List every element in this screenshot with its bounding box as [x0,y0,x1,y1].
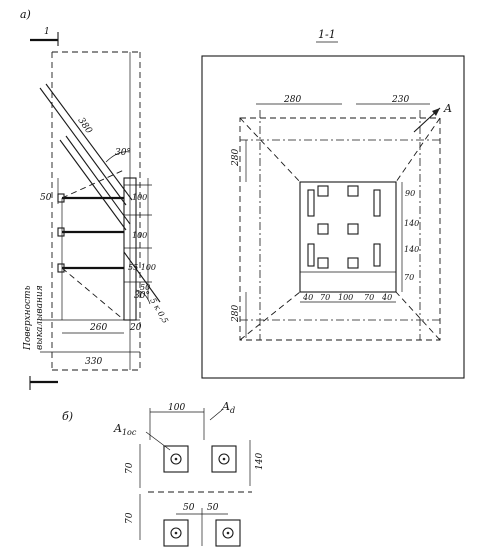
dim-100-a: 100 [132,193,147,202]
plan-anchors [307,185,381,269]
breakout-outline [239,117,441,341]
anchor-head-2 [57,227,65,237]
surface-label-2: выкалывания [35,285,45,350]
b-hole-center-bottom-left [174,531,178,535]
side-section-view: а) 1 [20,8,170,390]
dim-260-left: 260 [89,323,107,333]
breakout-line-upper [61,169,125,199]
plan-dim-140-b: 140 [404,245,419,254]
inclined-strut-upper-2 [45,83,133,201]
dim-330: 330 [85,357,102,367]
anchor-plate [299,181,397,293]
dim-50: 50 [40,193,52,203]
breakout-diag-br [395,291,441,341]
b-dim-50-left-label: 50 [183,503,195,513]
plan-dim-280-left-label: 280 [231,149,241,167]
anchor-head-3 [57,263,65,273]
angle-30-bottom: 30° [134,291,150,301]
inclined-strut-upper-1 [39,87,127,206]
b-hole-top-right [218,453,230,465]
surface-label-1: Поверхность [23,285,33,351]
angle-arc-bottom [135,289,151,305]
dim-55-100: 55 100 [128,263,156,272]
plan-anchor [317,185,329,197]
b-hole-bottom-right [222,527,234,539]
breakout-diag-tr [395,117,441,183]
plan-weld [373,243,381,267]
anchor-note: 5 к 0,5 [148,297,170,325]
plan-dim-280-lower-label: 280 [231,305,241,323]
dim-380: 380 [76,116,94,136]
plan-weld [307,243,315,267]
plan-dim-140-a: 140 [404,219,419,228]
plan-anchor [347,185,359,197]
b-dim-140-label: 140 [255,453,265,470]
plan-dim-280-top-label: 280 [283,95,301,105]
plan-bottom-40-left: 40 [302,293,313,302]
plan-dim-70-side: 70 [404,273,414,282]
fig-a-label: а) [20,8,31,21]
breakout-line-lower [61,267,125,321]
b-hole-top-left [170,453,182,465]
plan-anchor [347,223,359,235]
plan-a-label: A [443,102,452,115]
plan-dim-230-label: 230 [391,95,409,105]
fig-b-label: б) [62,410,73,423]
breakout-diag-bl [239,291,301,341]
b-hole-bottom-left [170,527,182,539]
b-hole-center-bottom-right [226,531,230,535]
breakout-diag-tl [239,117,301,183]
dim-50-side: 50 [140,283,150,292]
b-hole-center-top-left [174,457,178,461]
b-plate-bottom-left [163,519,189,547]
plan-dim-90: 90 [405,189,415,198]
angle-30-top: 30° [115,148,131,158]
dim-100-b: 100 [132,231,147,240]
plan-bottom-70-right: 70 [364,293,374,302]
inclined-strut-lower-1 [59,139,127,231]
plan-anchor [347,257,359,269]
b-dim-70-bottom-label: 70 [125,512,135,524]
b-ad-label: Ad [221,400,235,415]
plan-weld [307,189,315,217]
b-plate-bottom-right [215,519,241,547]
b-dim-100-label: 100 [168,403,185,413]
plan-anchor [317,257,329,269]
arrow-a-head [432,108,440,116]
plan-anchor [317,223,329,235]
plan-bottom-40-right: 40 [381,293,392,302]
plan-weld [373,189,381,217]
b-hole-center-top-right [222,457,226,461]
inclined-strut-lower-2 [65,135,131,225]
plan-bottom-70-left: 70 [320,293,330,302]
plan-section-view: 1-1 [201,28,465,379]
b-dim-50-right-label: 50 [207,503,219,513]
b-plate-top-right [211,445,237,473]
angle-arc-top [105,151,131,163]
b-leader-ad [209,409,223,421]
b-a1oc-label: A1ос [113,422,137,437]
b-plate-top-left [163,445,189,473]
b-dim-70-top-label: 70 [125,462,135,474]
plan-bottom-100: 100 [338,293,353,302]
anchor-detail-view: б) 100 Ad A1ос 140 70 70 50 [62,400,265,547]
section-title: 1-1 [318,28,336,41]
section-mark-top: 1 [44,27,50,37]
b-leader-a1oc [145,431,171,451]
outer-block [201,55,465,379]
dim-20: 20 [129,323,142,333]
anchor-diagonal [123,251,161,303]
